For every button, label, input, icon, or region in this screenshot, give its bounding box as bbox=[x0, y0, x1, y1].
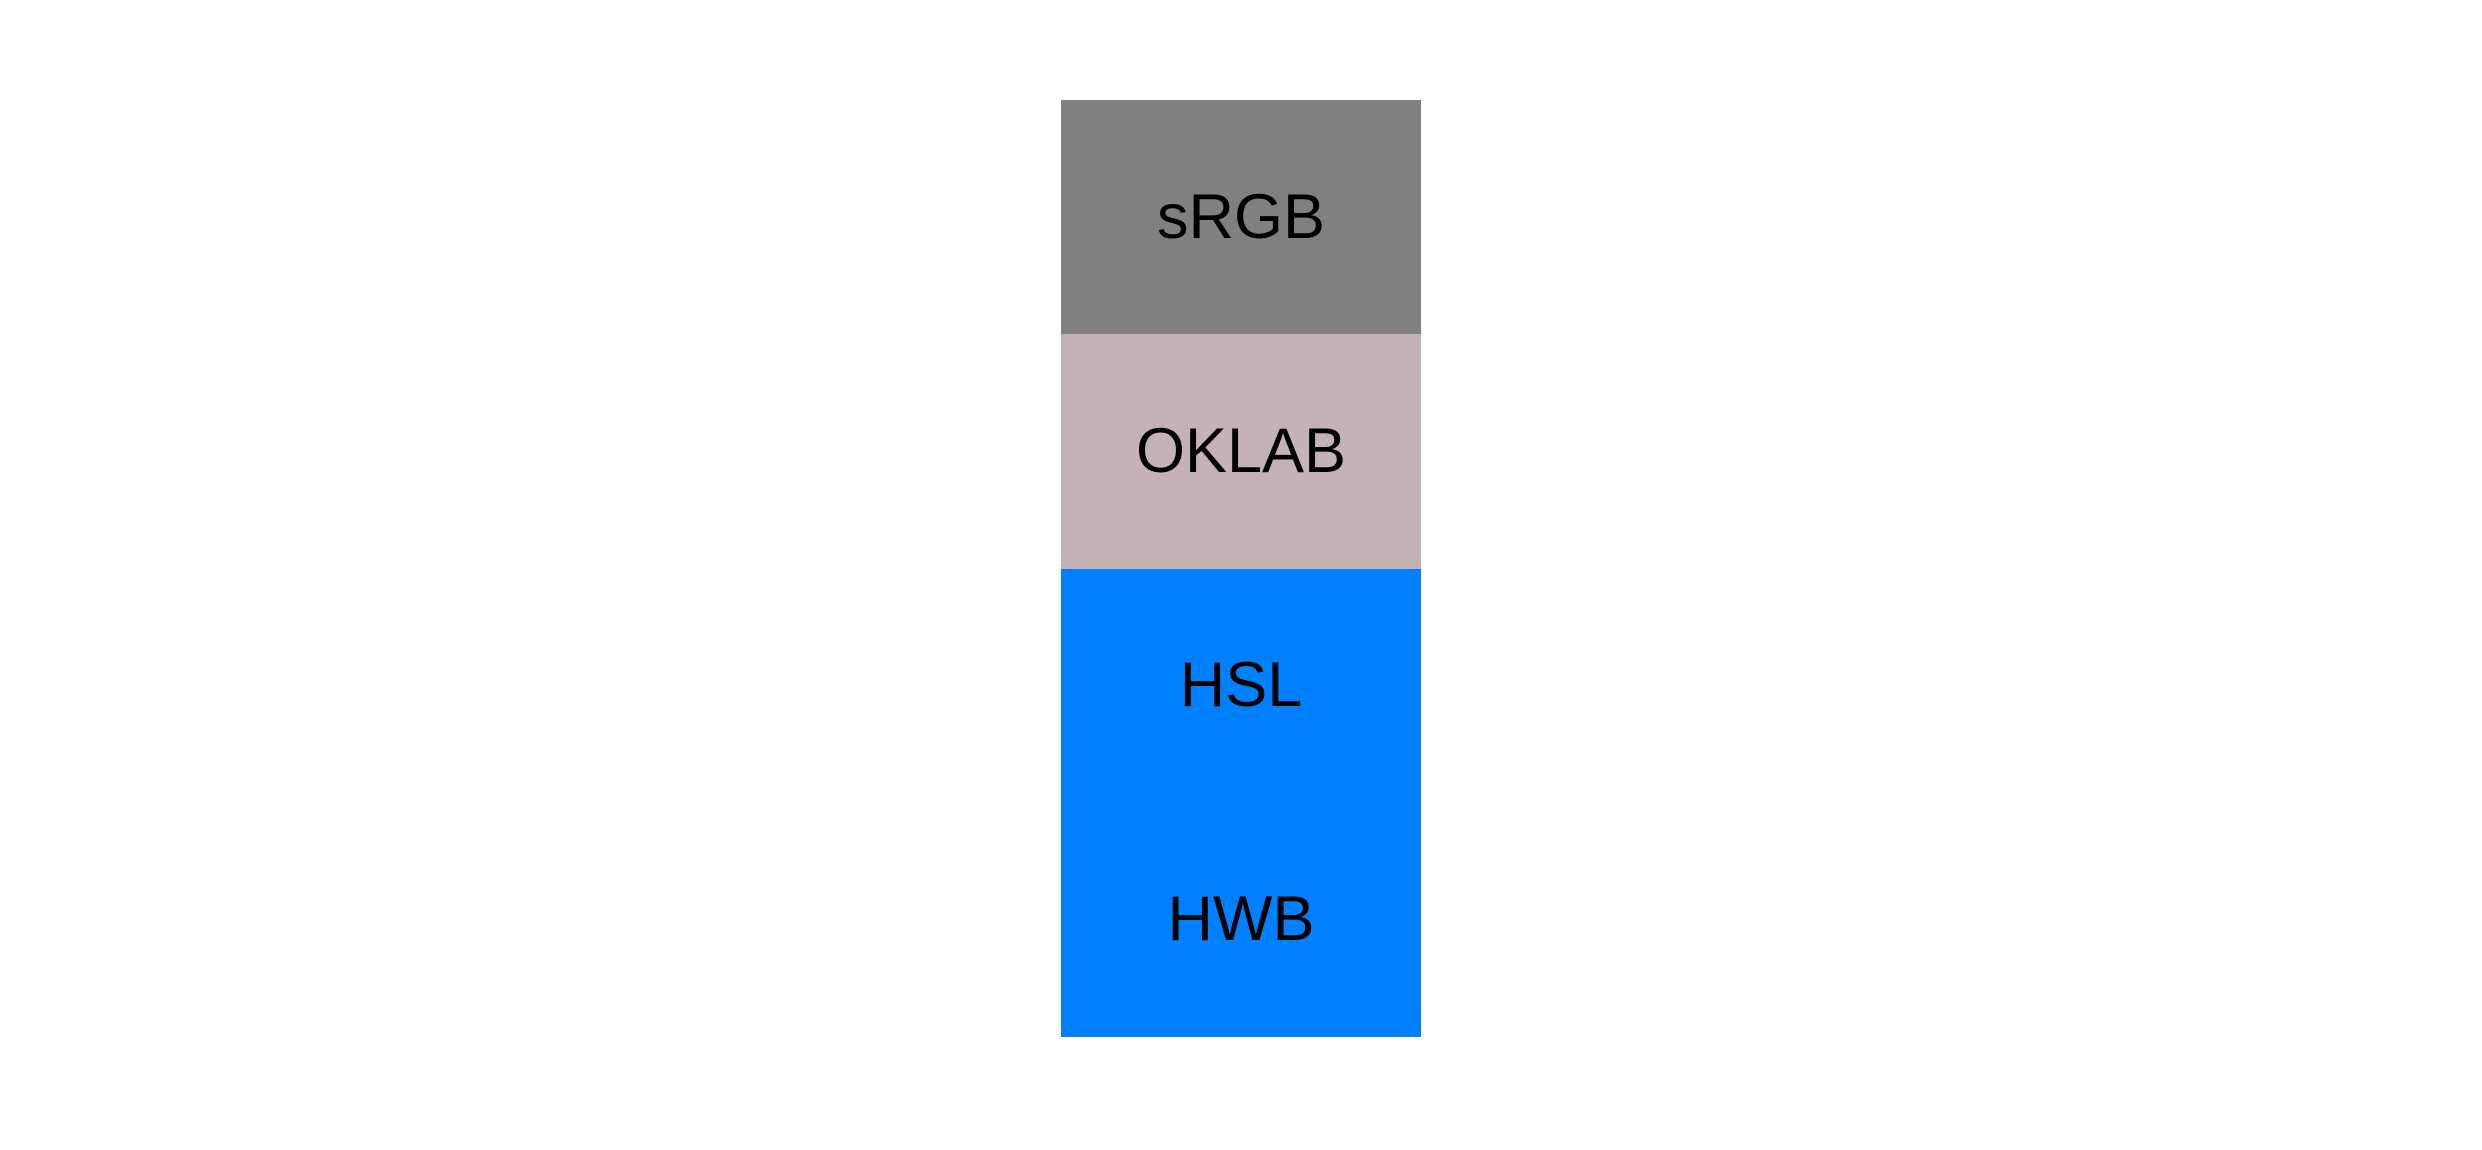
swatch-oklab-label: OKLAB bbox=[1135, 415, 1347, 486]
swatch-hsl: HSL bbox=[1061, 568, 1421, 803]
swatch-srgb: sRGB bbox=[1061, 100, 1421, 335]
color-space-comparison-stack: sRGB OKLAB HSL HWB bbox=[1061, 100, 1421, 1037]
swatch-srgb-label: sRGB bbox=[1156, 181, 1326, 252]
swatch-hsl-label: HSL bbox=[1179, 650, 1303, 721]
swatch-hwb: HWB bbox=[1061, 802, 1421, 1037]
swatch-hwb-label: HWB bbox=[1167, 884, 1315, 955]
swatch-oklab: OKLAB bbox=[1061, 334, 1421, 569]
